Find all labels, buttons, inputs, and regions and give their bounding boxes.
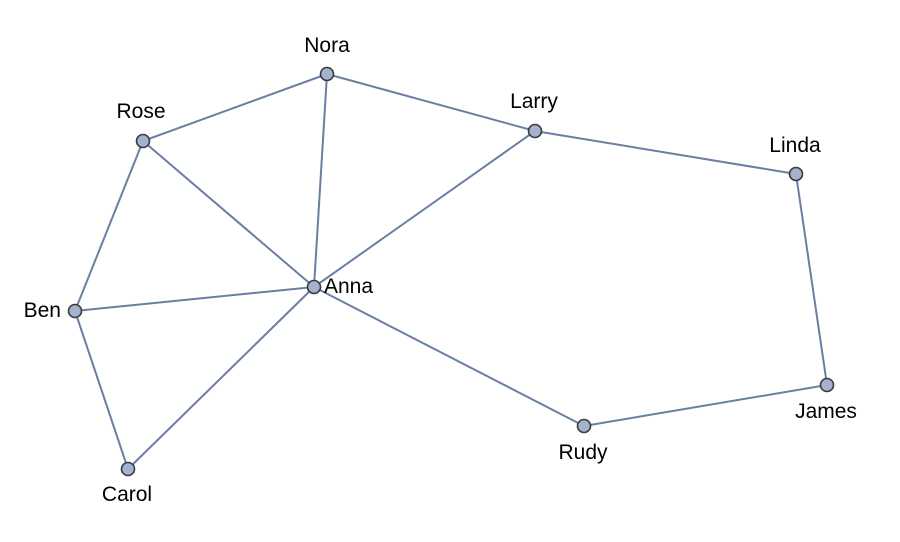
node-ben[interactable] <box>67 303 83 319</box>
node-label-rudy: Rudy <box>558 441 608 464</box>
edge-ben-anna <box>74 286 315 312</box>
node-label-larry: Larry <box>510 90 558 113</box>
node-label-nora: Nora <box>304 34 350 57</box>
edge-ben-carol <box>74 310 129 470</box>
node-rose[interactable] <box>135 133 151 149</box>
edge-larry-linda <box>534 130 797 175</box>
edge-rudy-james <box>583 384 828 427</box>
node-label-ben: Ben <box>24 299 61 322</box>
node-label-linda: Linda <box>769 134 821 157</box>
edge-rose-ben <box>74 140 144 312</box>
edge-layer <box>74 73 828 470</box>
node-nora[interactable] <box>319 66 335 82</box>
node-larry[interactable] <box>527 123 543 139</box>
node-label-james: James <box>795 400 857 423</box>
edge-nora-larry <box>326 73 536 132</box>
node-layer <box>67 66 835 477</box>
edge-rose-nora <box>142 73 328 142</box>
node-rudy[interactable] <box>576 418 592 434</box>
node-label-rose: Rose <box>116 100 165 123</box>
node-linda[interactable] <box>788 166 804 182</box>
node-label-carol: Carol <box>102 483 152 506</box>
edge-linda-james <box>795 173 828 386</box>
edge-larry-anna <box>313 130 536 288</box>
edge-rose-anna <box>142 140 315 288</box>
node-carol[interactable] <box>120 461 136 477</box>
node-label-anna: Anna <box>324 275 373 298</box>
edge-carol-anna <box>127 286 315 470</box>
node-anna[interactable] <box>306 279 322 295</box>
edge-anna-rudy <box>313 286 585 427</box>
node-james[interactable] <box>819 377 835 393</box>
edge-nora-anna <box>313 73 328 288</box>
